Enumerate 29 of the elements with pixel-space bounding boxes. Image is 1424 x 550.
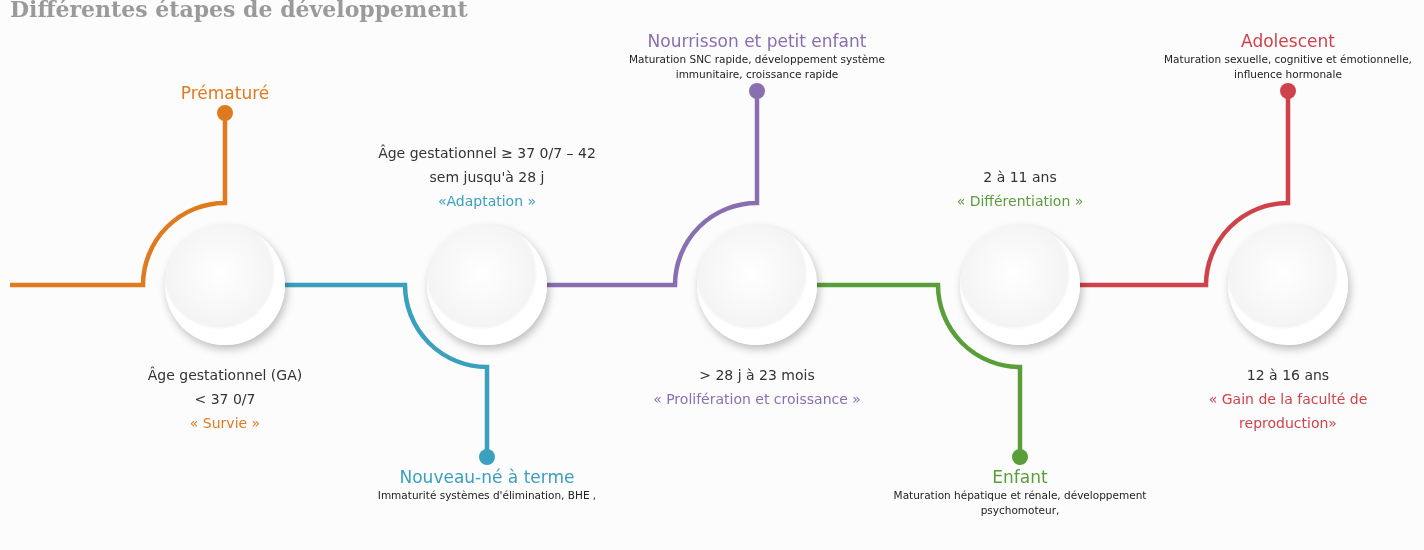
age-range-text: 12 à 16 ans	[1245, 366, 1331, 385]
connector-line	[547, 83, 765, 288]
stage-heading: Enfant	[991, 466, 1049, 488]
connector-line	[285, 282, 495, 465]
circle-marker	[1228, 225, 1348, 345]
stage-description: Maturation SNC rapide, développement système immunitaire, croissance rapide	[628, 52, 886, 82]
age-range-text: > 28 j à 23 mois	[698, 366, 816, 385]
stage-heading: Adolescent	[1240, 30, 1336, 52]
stage-heading: Nouveau-né à terme	[398, 466, 576, 488]
circle-marker	[960, 225, 1080, 345]
age-range-text: Âge gestationnel ≥ 37 0/7 – 42 sem jusqu'à 28 j	[377, 143, 597, 187]
age-range-text: Âge gestationnel (GA) < 37 0/7	[146, 365, 304, 409]
circle-marker	[697, 225, 817, 345]
page-title: Différentes étapes de développement	[10, 0, 468, 22]
stage-heading: Nourrisson et petit enfant	[646, 30, 868, 52]
connector-line	[817, 282, 1028, 465]
stage-description: Maturation hépatique et rénale, développement psychomoteur,	[892, 488, 1148, 518]
stage-description: Immaturité systèmes d'élimination, BHE ,	[376, 488, 598, 503]
phase-text: « Différentiation »	[955, 192, 1085, 211]
phase-text: «Adaptation »	[436, 192, 538, 211]
phase-text: « Gain de la faculté de reproduction»	[1207, 390, 1369, 433]
phase-text: « Survie »	[188, 414, 262, 433]
age-range-text: 2 à 11 ans	[982, 168, 1058, 187]
circle-marker	[165, 225, 285, 345]
stage-description: Maturation sexuelle, cognitive et émotionnelle, influence hormonale	[1163, 52, 1413, 82]
phase-text: « Prolifération et croissance »	[652, 390, 862, 409]
circle-marker	[427, 225, 547, 345]
connector-line	[10, 105, 233, 288]
stage-heading: Prématuré	[179, 82, 271, 104]
